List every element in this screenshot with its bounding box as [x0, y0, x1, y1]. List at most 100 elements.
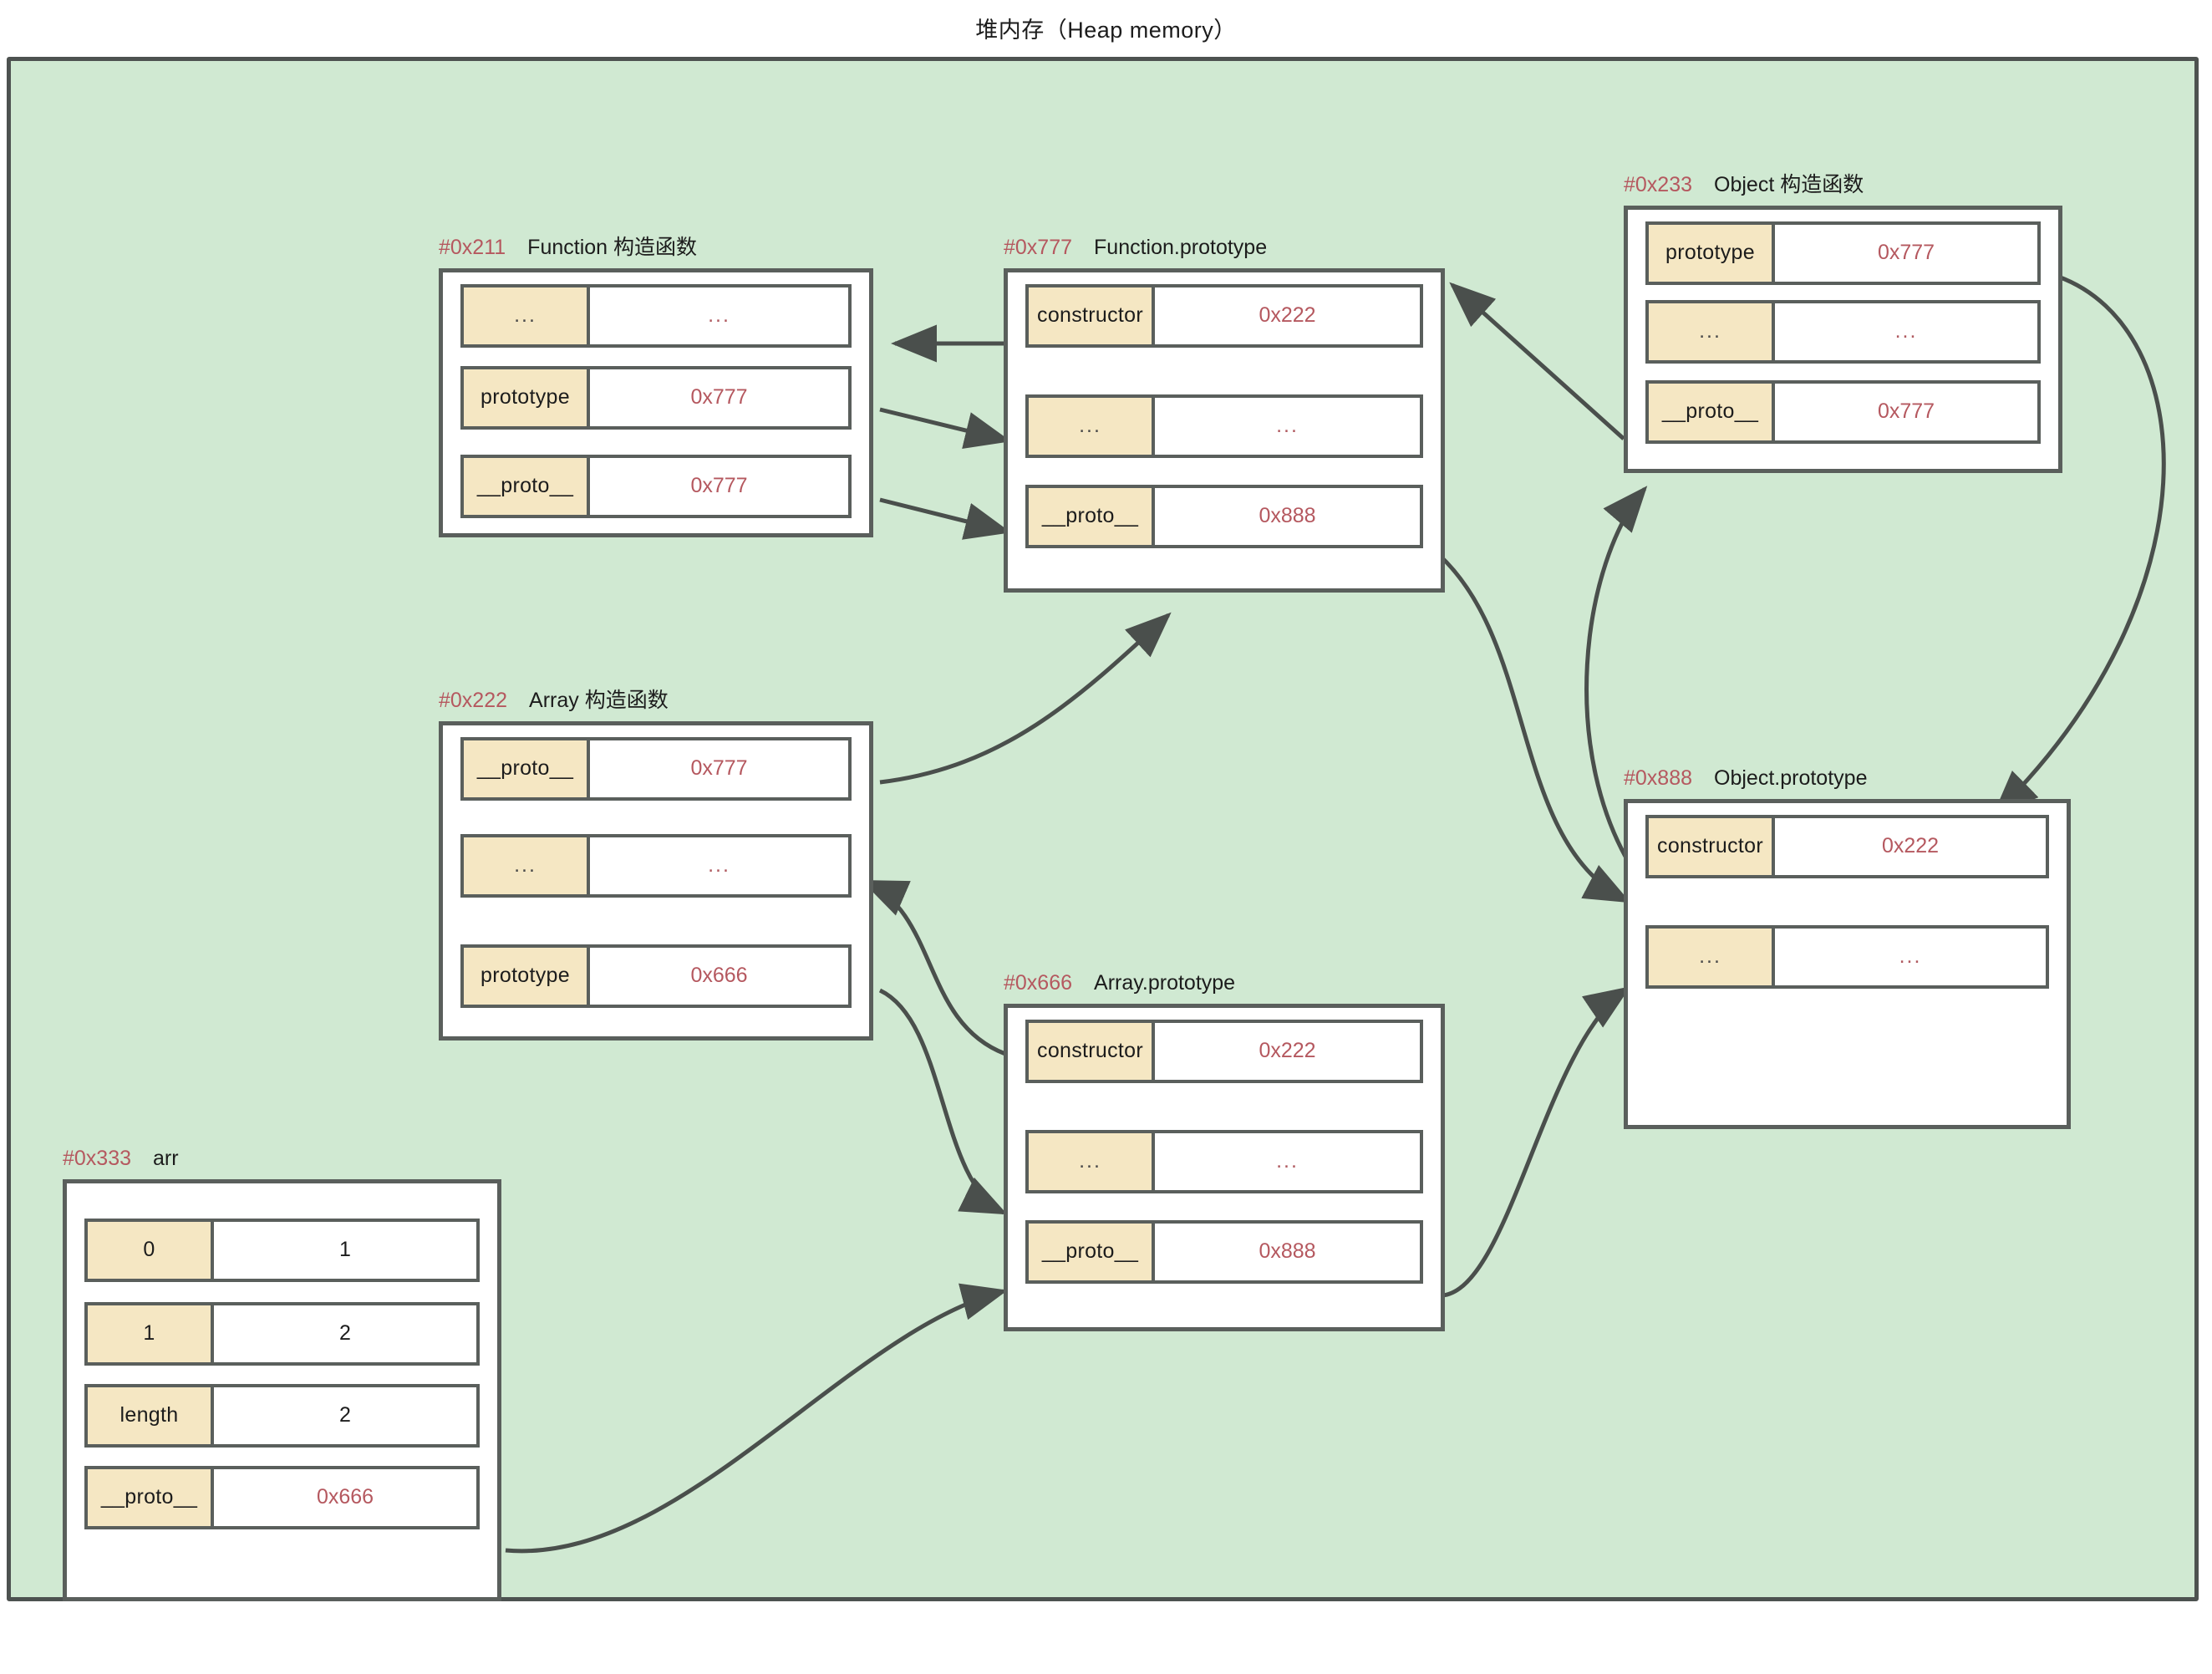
row-key: constructor: [1025, 1019, 1155, 1083]
row-value: 0x222: [1155, 283, 1423, 348]
heap-memory-frame: #0x211 Function 构造函数 ... ... prototype 0x…: [7, 57, 2199, 1601]
table-row[interactable]: __proto__ 0x888: [1025, 1219, 1423, 1284]
block-address: #0x233: [1624, 173, 1693, 196]
row-key: __proto__: [1645, 379, 1775, 444]
block-name: Array 构造函数: [529, 689, 669, 712]
table-row[interactable]: ... ...: [1025, 1129, 1423, 1193]
block-address: #0x888: [1624, 766, 1693, 790]
row-value: 0x777: [590, 736, 852, 801]
row-value: 2: [214, 1383, 480, 1448]
row-value: 0x222: [1155, 1019, 1423, 1083]
row-key: __proto__: [1025, 1219, 1155, 1284]
block-name: arr: [153, 1147, 179, 1170]
row-value: ...: [1775, 924, 2049, 989]
arrow-array-proto-to-funcproto: [879, 612, 1172, 785]
row-key: 1: [84, 1301, 214, 1366]
block-array-constructor: #0x222 Array 构造函数 __proto__ 0x777 ... ...…: [439, 689, 873, 1041]
table-row[interactable]: ... ...: [460, 833, 852, 898]
row-value: ...: [1155, 1129, 1423, 1193]
table-row[interactable]: __proto__ 0x666: [84, 1465, 480, 1529]
row-key: __proto__: [84, 1465, 214, 1529]
arrow-function-prototype-to-funcproto: [879, 407, 1011, 450]
table-row[interactable]: length 2: [84, 1383, 480, 1448]
memory-box-object-constructor: prototype 0x777 ... ... __proto__ 0x777: [1624, 205, 2062, 473]
block-name: Function.prototype: [1094, 236, 1268, 259]
arrow-funcproto-proto-to-objproto: [1430, 547, 1631, 903]
block-label-object-prototype: #0x888 Object.prototype: [1624, 766, 2071, 791]
block-object-prototype: #0x888 Object.prototype constructor 0x222…: [1624, 766, 2071, 1129]
row-key: length: [84, 1383, 214, 1448]
row-key: ...: [1025, 394, 1155, 458]
table-row[interactable]: prototype 0x777: [1645, 221, 2041, 285]
row-key: ...: [1025, 1129, 1155, 1193]
block-function-prototype: #0x777 Function.prototype constructor 0x2…: [1004, 236, 1445, 593]
memory-box-arr-object: 0 1 1 2 length 2 __proto__ 0x666: [63, 1178, 501, 1601]
row-value: ...: [1155, 394, 1423, 458]
block-name: Object.prototype: [1714, 766, 1868, 790]
row-value: 0x666: [590, 944, 852, 1008]
table-row[interactable]: 0 1: [84, 1218, 480, 1282]
block-label-function-constructor: #0x211 Function 构造函数: [439, 236, 873, 260]
table-row[interactable]: ... ...: [1645, 924, 2049, 989]
arrow-function-proto-to-funcproto: [879, 497, 1011, 540]
block-arr-object: #0x333 arr 0 1 1 2 length 2 __proto__ 0x6…: [63, 1147, 501, 1601]
table-row[interactable]: 1 2: [84, 1301, 480, 1366]
row-key: ...: [1645, 299, 1775, 364]
row-value: ...: [1775, 299, 2041, 364]
row-value: 0x777: [590, 454, 852, 518]
table-row[interactable]: constructor 0x222: [1645, 814, 2049, 878]
table-row[interactable]: __proto__ 0x777: [460, 736, 852, 801]
block-address: #0x333: [63, 1147, 132, 1170]
table-row[interactable]: ... ...: [1645, 299, 2041, 364]
arrow-arr-proto-to-arrayproto: [505, 1283, 1008, 1554]
block-address: #0x211: [439, 236, 506, 259]
row-key: ...: [1645, 924, 1775, 989]
page-title: 堆内存（Heap memory）: [975, 18, 1237, 43]
row-key: ...: [460, 833, 590, 898]
row-value: ...: [590, 283, 852, 348]
arrow-arrayproto-constructor-to-array: [861, 879, 1006, 1056]
table-row[interactable]: ... ...: [1025, 394, 1423, 458]
block-name: Array.prototype: [1094, 971, 1236, 995]
block-name: Function 构造函数: [527, 236, 698, 259]
row-key: constructor: [1025, 283, 1155, 348]
row-value: 0x888: [1155, 484, 1423, 548]
table-row[interactable]: __proto__ 0x888: [1025, 484, 1423, 548]
row-key: __proto__: [460, 736, 590, 801]
row-key: prototype: [460, 365, 590, 430]
memory-box-function-prototype: constructor 0x222 ... ... __proto__ 0x88…: [1004, 267, 1445, 593]
row-value: ...: [590, 833, 852, 898]
block-address: #0x222: [439, 689, 508, 712]
block-label-array-constructor: #0x222 Array 构造函数: [439, 689, 873, 713]
table-row[interactable]: __proto__ 0x777: [460, 454, 852, 518]
block-label-function-prototype: #0x777 Function.prototype: [1004, 236, 1445, 260]
row-value: 1: [214, 1218, 480, 1282]
memory-box-array-prototype: constructor 0x222 ... ... __proto__ 0x88…: [1004, 1003, 1445, 1331]
table-row[interactable]: constructor 0x222: [1025, 283, 1423, 348]
row-key: __proto__: [460, 454, 590, 518]
block-function-constructor: #0x211 Function 构造函数 ... ... prototype 0x…: [439, 236, 873, 537]
arrow-array-prototype-to-arrayproto: [878, 988, 1008, 1215]
table-row[interactable]: __proto__ 0x777: [1645, 379, 2041, 444]
row-value: 0x888: [1155, 1219, 1423, 1284]
table-row[interactable]: constructor 0x222: [1025, 1019, 1423, 1083]
row-value: 0x777: [1775, 221, 2041, 285]
row-key: prototype: [460, 944, 590, 1008]
block-address: #0x777: [1004, 236, 1073, 259]
row-value: 0x666: [214, 1465, 480, 1529]
row-value: 0x777: [1775, 379, 2041, 444]
arrow-object-proto-to-funcproto: [1449, 282, 1625, 440]
table-row[interactable]: prototype 0x777: [460, 365, 852, 430]
row-key: 0: [84, 1218, 214, 1282]
table-row[interactable]: ... ...: [460, 283, 852, 348]
block-label-arr-object: #0x333 arr: [63, 1147, 501, 1171]
memory-box-object-prototype: constructor 0x222 ... ...: [1624, 798, 2071, 1129]
row-value: 2: [214, 1301, 480, 1366]
row-key: prototype: [1645, 221, 1775, 285]
memory-box-array-constructor: __proto__ 0x777 ... ... prototype 0x666: [439, 720, 873, 1041]
table-row[interactable]: prototype 0x666: [460, 944, 852, 1008]
